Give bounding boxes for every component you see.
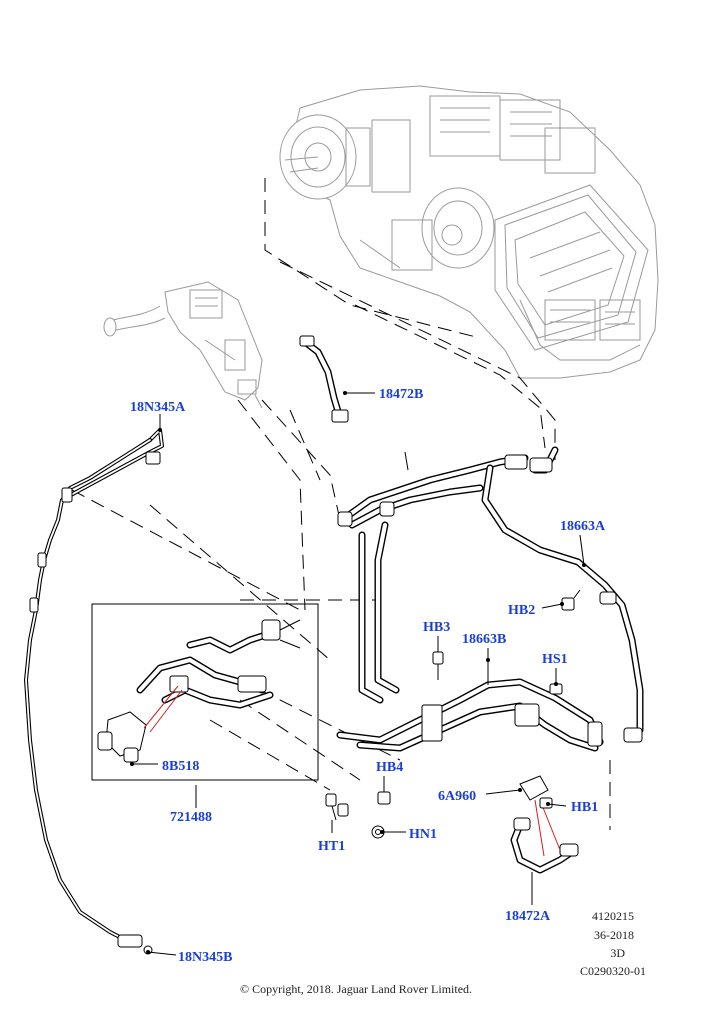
copyright-notice: © Copyright, 2018. Jaguar Land Rover Lim…: [240, 982, 472, 996]
callout-6a960: 6A960: [438, 789, 476, 804]
callout-18n345a: 18N345A: [130, 400, 186, 415]
hose-18472b: [299, 335, 349, 423]
callout-18472b: 18472B: [379, 387, 423, 402]
callout-721488: 721488: [170, 810, 212, 825]
reference-number: 4120215: [592, 909, 634, 923]
callout-hs1: HS1: [542, 652, 568, 667]
callout-18472a: 18472A: [505, 909, 551, 924]
callout-18663b: 18663B: [462, 632, 506, 647]
callout-18n345b: 18N345B: [178, 950, 232, 965]
alignment-lines: [71, 178, 611, 830]
reference-view: 3D: [610, 946, 625, 960]
reference-illustration-id: C0290320-01: [580, 964, 646, 978]
callout-hb3: HB3: [423, 620, 450, 635]
callout-18663a: 18663A: [560, 519, 606, 534]
hvac-unit-ghost: [279, 85, 659, 379]
hose-18472a: [510, 799, 579, 905]
pump-assembly-721488: [91, 603, 319, 808]
callout-8b518: 8B518: [162, 759, 199, 774]
callout-hb1: HB1: [571, 800, 598, 815]
callout-hn1: HN1: [409, 827, 437, 842]
callout-hb4: HB4: [376, 760, 403, 775]
callout-hb2: HB2: [508, 603, 535, 618]
pipe-assembly-18663b: [336, 660, 604, 752]
callout-ht1: HT1: [318, 839, 345, 854]
fixings: [325, 589, 581, 839]
auxiliary-unit-ghost: [103, 281, 263, 409]
pipe-18n345: [24, 428, 164, 955]
leader-lines: [130, 391, 586, 956]
pipe-assembly-18663a: [337, 446, 644, 743]
reference-date-code: 36-2018: [594, 928, 634, 942]
